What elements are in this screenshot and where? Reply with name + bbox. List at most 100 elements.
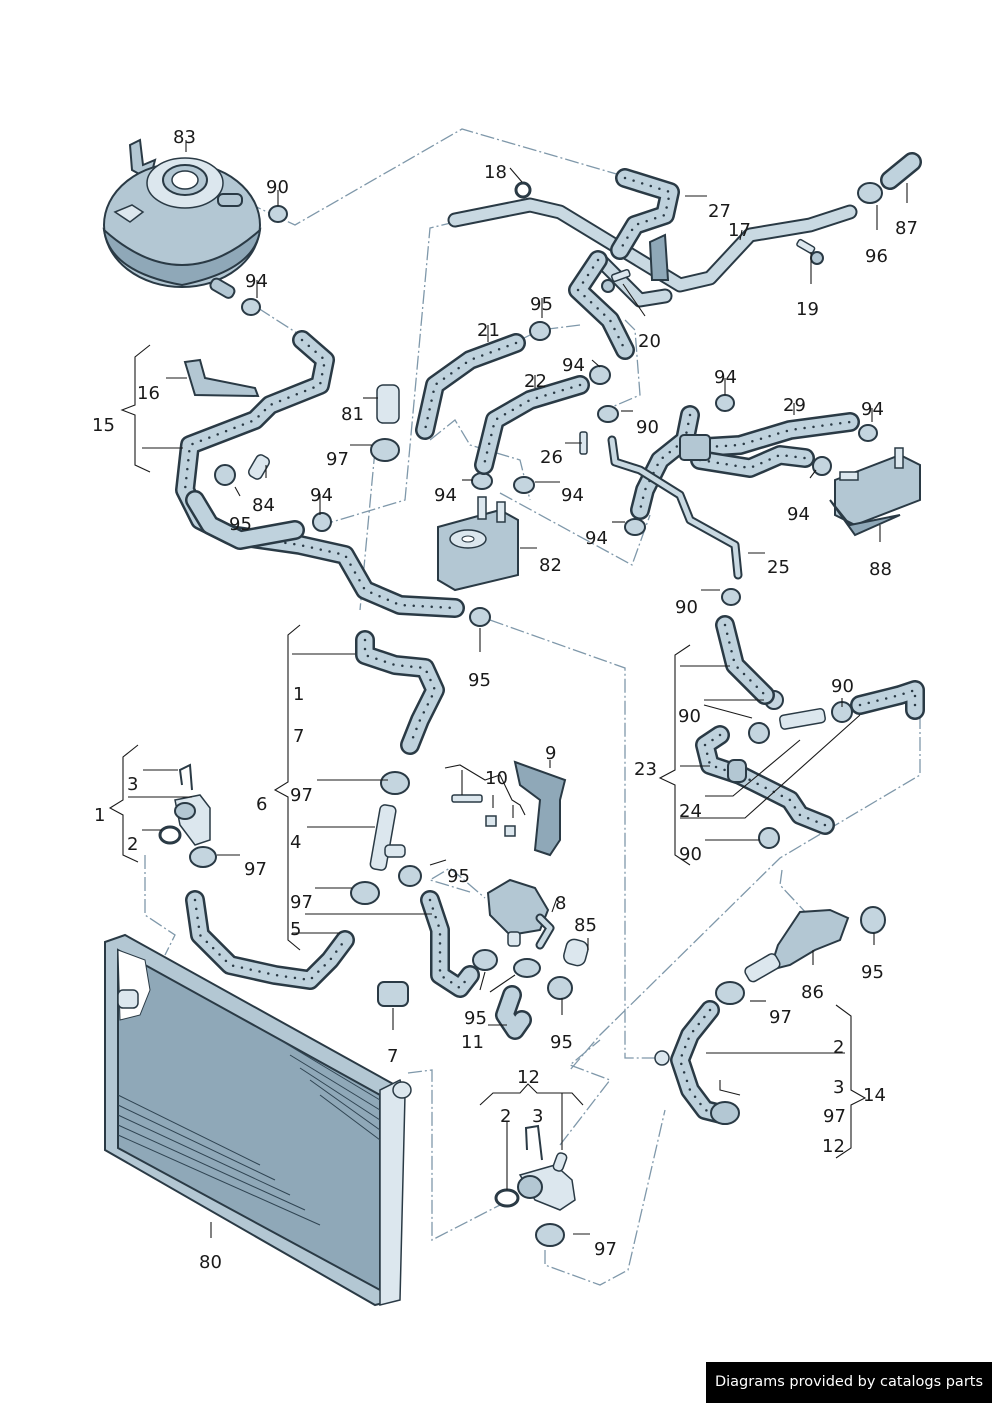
clamp-90-tank[interactable] bbox=[268, 205, 288, 223]
clamp-95-upper[interactable] bbox=[529, 321, 551, 341]
thermostat-housing-86[interactable] bbox=[743, 908, 850, 983]
clamp-95-86[interactable] bbox=[860, 906, 886, 934]
oil-cooler-82[interactable] bbox=[437, 496, 519, 592]
clamp-95-pump-a[interactable] bbox=[472, 949, 498, 971]
radiator[interactable] bbox=[104, 933, 412, 1307]
clamp-94-88top[interactable] bbox=[858, 424, 878, 442]
seal-ring-18[interactable] bbox=[514, 181, 532, 199]
label-29: 29 bbox=[783, 395, 806, 416]
label-12: 12 bbox=[822, 1136, 845, 1157]
connector-84[interactable] bbox=[247, 453, 271, 481]
tee-piece-4[interactable] bbox=[369, 804, 406, 871]
bolt-19[interactable] bbox=[796, 238, 824, 265]
bolt-10[interactable] bbox=[451, 794, 516, 837]
hose-15[interactable] bbox=[175, 330, 465, 618]
bracket-16[interactable] bbox=[183, 358, 260, 398]
clamp-95-tee[interactable] bbox=[398, 865, 422, 887]
oil-cooler-88[interactable] bbox=[829, 447, 921, 537]
clamp-94-lower[interactable] bbox=[624, 518, 646, 536]
clamp-90-23b[interactable] bbox=[748, 722, 770, 744]
hose-27[interactable] bbox=[610, 168, 680, 260]
hose-21[interactable] bbox=[415, 333, 526, 440]
seal-ring-2a[interactable] bbox=[158, 825, 182, 845]
label-90: 90 bbox=[679, 844, 702, 865]
hose-11[interactable] bbox=[495, 985, 532, 1040]
hose-20[interactable] bbox=[568, 250, 635, 360]
hose-95-down[interactable] bbox=[420, 890, 480, 998]
label-16: 16 bbox=[137, 383, 160, 404]
clamp-90-25[interactable] bbox=[721, 588, 741, 606]
label-7: 7 bbox=[387, 1046, 398, 1067]
hose-87[interactable] bbox=[880, 152, 922, 190]
label-5: 5 bbox=[290, 919, 301, 940]
connector-24[interactable] bbox=[727, 707, 826, 783]
seal-ring-2c[interactable] bbox=[494, 1188, 520, 1208]
clamp-90-23d[interactable] bbox=[758, 827, 780, 849]
label-3: 3 bbox=[532, 1106, 543, 1127]
label-97: 97 bbox=[290, 892, 313, 913]
pump-8[interactable] bbox=[486, 878, 555, 950]
clamp-97-6a[interactable] bbox=[380, 771, 410, 795]
label-94: 94 bbox=[310, 485, 333, 506]
bolt-20[interactable] bbox=[601, 268, 631, 293]
components[interactable] bbox=[158, 181, 921, 1211]
clamp-97-1[interactable] bbox=[189, 846, 217, 868]
label-87: 87 bbox=[895, 218, 918, 239]
label-94: 94 bbox=[585, 528, 608, 549]
clamp-97-6b[interactable] bbox=[350, 881, 380, 905]
expansion-tank[interactable] bbox=[102, 138, 262, 300]
clip-3c[interactable] bbox=[524, 1124, 543, 1161]
clamp-97-81[interactable] bbox=[370, 438, 400, 462]
flange-1[interactable] bbox=[174, 794, 211, 846]
clamp-95-pump-b[interactable] bbox=[513, 958, 541, 978]
hose-22[interactable] bbox=[474, 375, 590, 475]
label-2: 2 bbox=[127, 834, 138, 855]
label-90: 90 bbox=[266, 177, 289, 198]
hose-6-upper[interactable] bbox=[355, 630, 445, 755]
clamp-7[interactable] bbox=[377, 981, 409, 1007]
rubber-hoses[interactable] bbox=[175, 152, 925, 1125]
label-11: 11 bbox=[461, 1032, 484, 1053]
clamp-94-left[interactable] bbox=[312, 512, 332, 532]
coolant-pipe-17[interactable] bbox=[447, 197, 858, 308]
label-85: 85 bbox=[574, 915, 597, 936]
label-94: 94 bbox=[714, 367, 737, 388]
clamp-96[interactable] bbox=[857, 182, 883, 204]
clamp-94-82b[interactable] bbox=[513, 476, 535, 494]
label-26: 26 bbox=[540, 447, 563, 468]
hose-5[interactable] bbox=[185, 890, 355, 990]
clamp-94-22[interactable] bbox=[589, 365, 611, 385]
label-95: 95 bbox=[229, 514, 252, 535]
clamp-95-mid[interactable] bbox=[469, 607, 491, 627]
label-12: 12 bbox=[517, 1067, 540, 1088]
clamp-94-82a[interactable] bbox=[471, 472, 493, 490]
clamp-94-tank[interactable] bbox=[241, 298, 261, 316]
clamp-97-86[interactable] bbox=[715, 981, 745, 1005]
flange-12[interactable] bbox=[517, 1152, 576, 1211]
clamp-95-84[interactable] bbox=[214, 464, 236, 486]
bracket-9[interactable] bbox=[513, 760, 567, 857]
label-90: 90 bbox=[678, 706, 701, 727]
pipe-25[interactable] bbox=[607, 435, 743, 580]
label-82: 82 bbox=[539, 555, 562, 576]
clamp-95-pump-c[interactable] bbox=[547, 976, 573, 1000]
part-labels: 83 90 94 18 27 17 87 96 19 20 95 21 94 2… bbox=[92, 127, 918, 1273]
label-94: 94 bbox=[434, 485, 457, 506]
hose-81[interactable] bbox=[376, 384, 400, 424]
label-96: 96 bbox=[865, 246, 888, 267]
connector-14[interactable] bbox=[654, 1050, 740, 1125]
hose-clamps[interactable] bbox=[189, 182, 886, 1247]
cap-85[interactable] bbox=[562, 938, 590, 968]
clamp-97-12[interactable] bbox=[535, 1223, 565, 1247]
label-97: 97 bbox=[326, 449, 349, 470]
label-8: 8 bbox=[555, 893, 566, 914]
clamp-94-29top[interactable] bbox=[715, 394, 735, 412]
label-90: 90 bbox=[831, 676, 854, 697]
clamp-90-26[interactable] bbox=[597, 405, 619, 423]
hose-29[interactable] bbox=[630, 405, 860, 520]
clip-3a[interactable] bbox=[178, 763, 193, 791]
clamp-94-88low[interactable] bbox=[812, 456, 832, 476]
hose-14[interactable] bbox=[670, 1000, 735, 1125]
label-94: 94 bbox=[562, 355, 585, 376]
label-94: 94 bbox=[861, 399, 884, 420]
